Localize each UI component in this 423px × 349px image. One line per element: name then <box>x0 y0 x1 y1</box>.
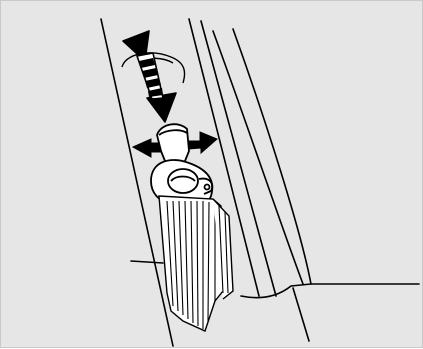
floor-line-left <box>131 261 163 263</box>
press-right-arrow-icon <box>187 132 217 153</box>
pillar-outer-edge <box>233 29 311 284</box>
anchor-bolt-head <box>168 169 198 193</box>
seat-belt-webbing-icon <box>159 196 233 331</box>
up-down-adjust-arrow-icon <box>123 31 176 122</box>
lower-trim-line <box>293 288 309 341</box>
anchor-pin <box>205 185 210 190</box>
